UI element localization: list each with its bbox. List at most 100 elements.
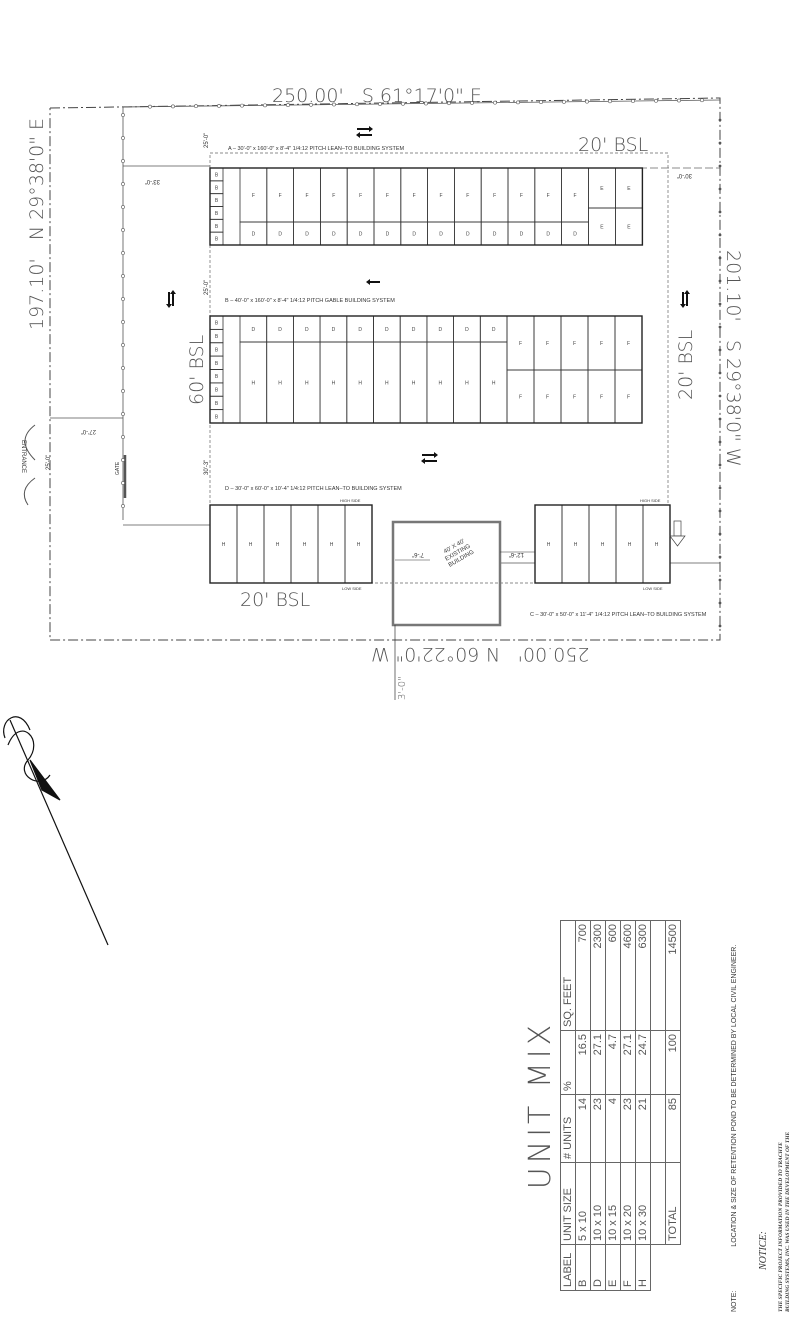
storage-unit: H bbox=[346, 341, 374, 424]
table-cell: 10 x 15 bbox=[605, 1162, 621, 1245]
storage-unit: H bbox=[615, 504, 644, 584]
svg-text:H: H bbox=[278, 381, 282, 387]
storage-unit: H bbox=[266, 341, 294, 424]
table-cell: 600 bbox=[605, 920, 621, 1031]
notice-line: THE SPECIFIC PROJECT INFORMATION PROVIDE… bbox=[778, 1142, 784, 1312]
storage-unit: B bbox=[209, 167, 224, 182]
storage-unit: H bbox=[319, 341, 348, 424]
right-setback: 20' BSL bbox=[675, 330, 697, 400]
table-cell: 23 bbox=[590, 1094, 606, 1163]
north-arrow-icon bbox=[3, 716, 109, 946]
svg-text:H: H bbox=[330, 542, 334, 548]
dimension-label: 12'-6" bbox=[509, 551, 524, 557]
svg-text:F: F bbox=[466, 193, 469, 199]
svg-text:H: H bbox=[628, 542, 632, 548]
storage-unit: E bbox=[615, 167, 643, 209]
svg-text:F: F bbox=[520, 193, 523, 199]
dimension-label: 25'-0" bbox=[46, 455, 52, 470]
table-cell: 100 bbox=[665, 1030, 681, 1095]
storage-unit: E bbox=[615, 207, 643, 246]
table-cell: TOTAL bbox=[665, 1162, 681, 1245]
storage-unit: B bbox=[209, 409, 224, 424]
svg-text:D: D bbox=[412, 327, 416, 333]
storage-unit: B bbox=[209, 193, 224, 207]
table-cell: 85 bbox=[665, 1094, 681, 1163]
svg-text:H: H bbox=[547, 542, 551, 548]
svg-text:F: F bbox=[493, 193, 496, 199]
storage-unit: D bbox=[266, 221, 294, 246]
svg-text:D: D bbox=[466, 232, 470, 238]
fence-post bbox=[121, 159, 125, 163]
bottom-setback: 20' BSL bbox=[240, 589, 310, 611]
north-boundary-bearing: 250.00' S 61°17'0" E bbox=[272, 85, 482, 107]
svg-text:D: D bbox=[385, 327, 389, 333]
svg-text:B: B bbox=[215, 172, 219, 178]
storage-unit: F bbox=[346, 167, 375, 223]
fence-post bbox=[608, 99, 612, 104]
property-marker bbox=[718, 302, 722, 306]
fence-post bbox=[309, 102, 313, 107]
svg-text:D: D bbox=[492, 327, 496, 333]
storage-unit: D bbox=[534, 221, 562, 246]
storage-unit: D bbox=[427, 221, 455, 246]
table-cell: 27.1 bbox=[620, 1030, 636, 1095]
property-marker bbox=[718, 440, 722, 444]
storage-unit: D bbox=[239, 221, 268, 246]
svg-text:B: B bbox=[215, 388, 219, 394]
dimension-label: 3'-0" bbox=[397, 676, 408, 700]
table-cell bbox=[650, 1162, 666, 1245]
left-setback: 60' BSL bbox=[186, 335, 208, 405]
storage-unit: B bbox=[209, 355, 224, 370]
storage-unit: F bbox=[239, 167, 268, 223]
storage-unit: H bbox=[479, 341, 508, 424]
svg-text:H: H bbox=[412, 381, 416, 387]
east-boundary-bearing: 201.10' S 29°38'0" W bbox=[722, 250, 744, 467]
storage-unit: F bbox=[293, 167, 321, 223]
table-cell: 4600 bbox=[620, 920, 636, 1031]
svg-text:F: F bbox=[573, 395, 576, 401]
existing-building bbox=[391, 520, 502, 627]
svg-text:E: E bbox=[600, 225, 604, 231]
svg-text:H: H bbox=[655, 542, 659, 548]
storage-unit: H bbox=[561, 504, 590, 584]
svg-text:H: H bbox=[249, 542, 253, 548]
storage-unit: F bbox=[561, 167, 589, 223]
property-marker bbox=[718, 486, 722, 490]
svg-text:D: D bbox=[278, 327, 282, 333]
property-marker bbox=[718, 141, 722, 145]
property-marker bbox=[718, 348, 722, 352]
notice-line: BUILDING SYSTEMS, INC. WAS USED IN THE D… bbox=[785, 1131, 791, 1312]
storage-unit: E bbox=[588, 167, 616, 209]
svg-text:E: E bbox=[600, 186, 604, 192]
svg-text:F: F bbox=[627, 341, 630, 347]
property-marker bbox=[718, 532, 722, 536]
fence-post bbox=[240, 103, 244, 108]
table-cell bbox=[650, 1094, 666, 1163]
storage-unit: D bbox=[319, 221, 348, 246]
svg-text:F: F bbox=[600, 395, 603, 401]
svg-text:B: B bbox=[215, 185, 219, 191]
property-marker bbox=[718, 325, 722, 329]
fence-post bbox=[700, 98, 704, 103]
svg-text:H: H bbox=[332, 381, 336, 387]
dimension-label: 33'-0" bbox=[145, 178, 160, 184]
table-cell: 10 x 30 bbox=[635, 1162, 651, 1245]
svg-text:D: D bbox=[493, 232, 497, 238]
table-cell bbox=[650, 1030, 666, 1095]
table-cell: 4.7 bbox=[605, 1030, 621, 1095]
fence-post bbox=[121, 113, 125, 117]
storage-unit: H bbox=[317, 504, 346, 584]
fence-post bbox=[447, 101, 451, 106]
west-boundary-bearing: 197.10' N 29°38'0" E bbox=[26, 118, 48, 330]
fence-post bbox=[171, 104, 175, 109]
fence-post bbox=[286, 103, 290, 107]
storage-unit: D bbox=[319, 315, 348, 343]
svg-text:F: F bbox=[519, 341, 522, 347]
storage-unit: D bbox=[479, 315, 508, 343]
table-cell: H bbox=[635, 1244, 651, 1291]
storage-unit: F bbox=[400, 167, 428, 223]
fence-post bbox=[401, 101, 405, 106]
table-cell: SQ. FEET bbox=[560, 920, 576, 1031]
storage-unit: D bbox=[293, 221, 321, 246]
table-cell: 6300 bbox=[635, 920, 651, 1031]
